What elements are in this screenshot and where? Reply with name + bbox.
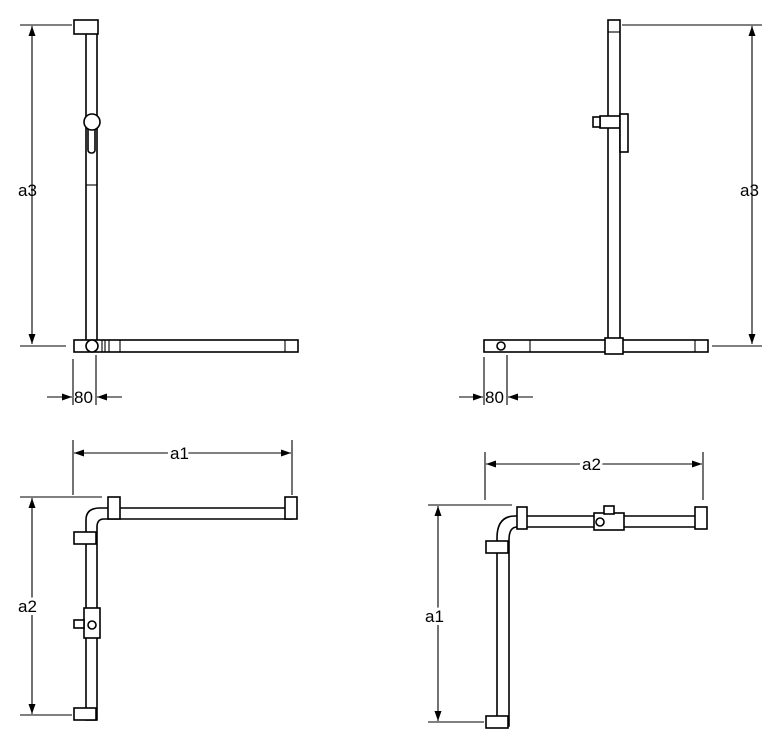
dimension-label-a2: a2 [582,455,601,474]
slider-body [599,115,621,129]
dimension-label-a1: a1 [425,607,444,626]
l-shaped-rail [85,507,293,721]
l-shaped-rail [496,515,704,727]
horizontal-rail [483,339,709,353]
front-view-right: a3 80 [459,19,762,407]
vertical-rail [85,21,98,343]
dimension-label-80: 80 [485,388,504,407]
front-view-left: a3 80 [18,19,299,407]
dimension-label-a3: a3 [18,181,37,200]
dimension-label-a3: a3 [740,181,759,200]
slider-knob [83,113,101,131]
dimension-label-80: 80 [74,388,93,407]
slider-knob [592,116,601,128]
joint [85,339,99,353]
top-view-right: a2 a1 [422,452,708,729]
top-view-left: a1 a2 [15,440,298,721]
slider-lever [619,113,629,153]
dimension-label-a2: a2 [18,597,37,616]
top-bracket [73,19,99,35]
dimension-label-a1: a1 [170,444,189,463]
vertical-rail [607,19,621,343]
horizontal-rail [73,339,299,353]
